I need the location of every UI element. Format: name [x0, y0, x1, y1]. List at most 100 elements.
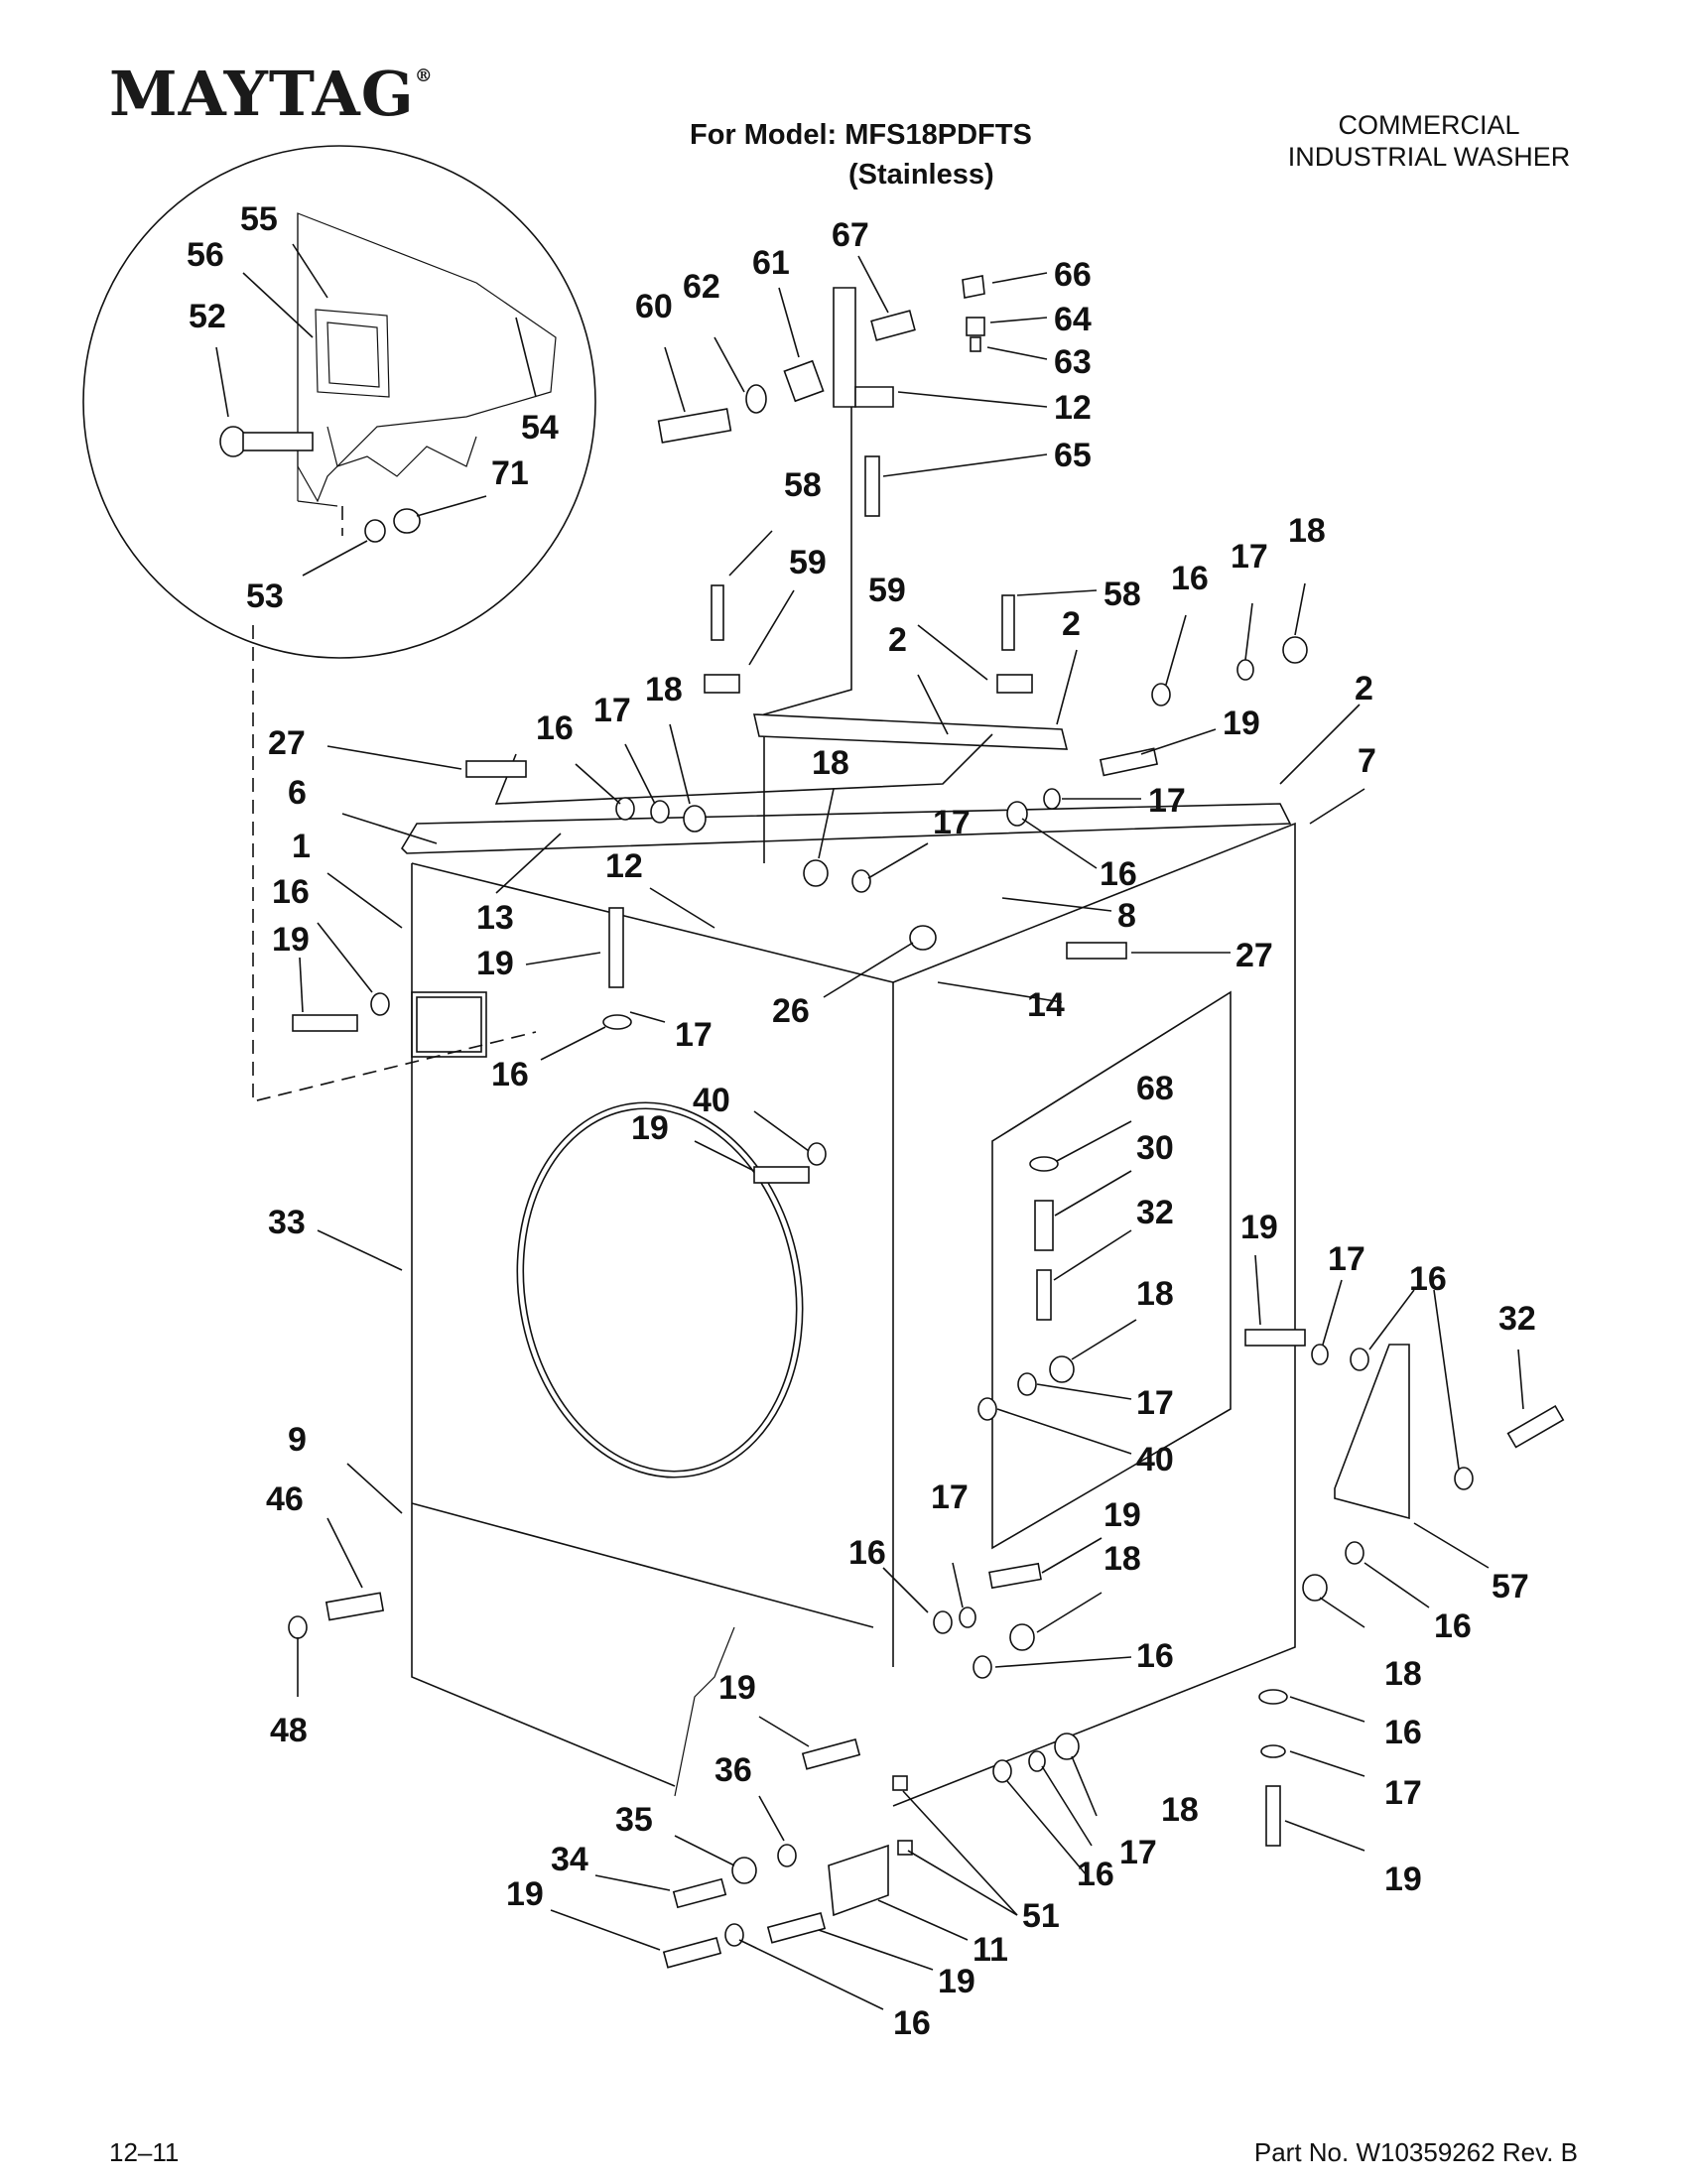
model-number: For Model: MFS18PDFTS: [690, 119, 1032, 151]
lockwasher-17-b: [851, 869, 871, 893]
bolt-19-door: [753, 1166, 810, 1184]
washer-40-b: [977, 1397, 997, 1421]
leader-19-j: [818, 1929, 934, 1971]
callout-19-c: 19: [476, 945, 514, 982]
callout-16-e: 16: [491, 1056, 529, 1093]
leader-61: [778, 287, 800, 358]
leader-17-bottom: [1289, 1750, 1365, 1777]
bolt-32-b: [1506, 1404, 1565, 1449]
inset-switch-box: [315, 309, 390, 398]
callout-35: 35: [615, 1801, 653, 1839]
leader-6: [341, 813, 438, 844]
leader-19-g: [758, 1716, 810, 1747]
hinge-bracket: [833, 287, 856, 408]
nut-18-c: [1282, 636, 1308, 664]
leader-16-f2: [1433, 1289, 1460, 1470]
leader-19-c: [525, 952, 601, 965]
door-opening-inner: [522, 1107, 798, 1473]
washer-40: [807, 1142, 827, 1166]
bolt-19-low: [988, 1562, 1042, 1590]
leader-16-k: [1006, 1780, 1088, 1876]
leader-2-b: [1056, 649, 1078, 725]
leader-18-c: [818, 788, 835, 859]
control-window-inner: [416, 996, 482, 1053]
callout-34: 34: [551, 1841, 588, 1878]
callout-30: 30: [1136, 1129, 1174, 1167]
cabinet-lower-seam: [411, 1502, 874, 1628]
lockwasher-17-g: [1311, 1344, 1329, 1365]
category-line-2: INDUSTRIAL WASHER: [1287, 142, 1571, 172]
callout-11: 11: [973, 1931, 1008, 1969]
nut-18-f: [1302, 1574, 1328, 1602]
callout-16-f: 16: [1409, 1260, 1447, 1298]
callout-16-top: 16: [1171, 560, 1209, 597]
nut-18-b: [803, 859, 829, 887]
washer-16-i: [1258, 1689, 1288, 1705]
callout-40-b: 40: [1136, 1441, 1174, 1478]
callout-63: 63: [1054, 343, 1092, 381]
callout-67: 67: [832, 216, 869, 254]
callout-16-g: 16: [848, 1534, 886, 1572]
callout-16-h: 16: [1136, 1637, 1174, 1675]
top-frame: [400, 584, 1292, 854]
callout-51: 51: [1022, 1897, 1060, 1935]
hinge-clip: [970, 336, 981, 352]
leader-16-g: [882, 1567, 929, 1613]
leader-17-f: [1036, 1383, 1132, 1400]
callout-32-b: 32: [1498, 1300, 1536, 1338]
leader-65: [882, 453, 1048, 477]
callout-55: 55: [240, 200, 278, 238]
lockwasher-17-i: [959, 1606, 976, 1628]
leader-18-d: [1071, 1319, 1137, 1360]
hinge-assembly: [657, 275, 985, 863]
leader-16-e: [540, 1026, 606, 1061]
callout-68: 68: [1136, 1070, 1174, 1107]
callout-65: 65: [1054, 437, 1092, 474]
callout-17-bottom: 17: [1384, 1774, 1422, 1812]
leader-71: [416, 495, 487, 517]
leader-8: [1001, 897, 1112, 912]
lockwasher-17-c: [1043, 788, 1061, 810]
callout-19-e: 19: [1240, 1209, 1278, 1246]
inset-panel-edge: [297, 213, 338, 507]
callout-52: 52: [189, 298, 226, 335]
leader-59-left: [748, 589, 795, 666]
inset-nut: [393, 508, 421, 534]
lockwasher-17-f: [1017, 1372, 1037, 1396]
callout-2-a: 2: [888, 621, 907, 659]
callout-19-bottom: 19: [1384, 1861, 1422, 1898]
washer-16-d: [602, 1014, 632, 1030]
callout-17-f: 17: [1136, 1384, 1174, 1422]
callout-16-bottom: 16: [1384, 1714, 1422, 1751]
callout-18-f: 18: [1384, 1655, 1422, 1693]
washer-16-j: [933, 1610, 953, 1634]
callout-2-c: 2: [1355, 670, 1373, 707]
hinge-washer: [745, 384, 767, 414]
cabinet-front-left-edge: [411, 863, 676, 1787]
leader-17-top: [1244, 602, 1253, 661]
callout-17-h: 17: [931, 1478, 969, 1516]
leader-16-top: [1165, 614, 1187, 686]
screw-34: [672, 1877, 727, 1909]
callout-27-right: 27: [1235, 937, 1273, 974]
callout-12-b: 12: [605, 847, 643, 885]
callout-19-j: 19: [938, 1963, 975, 2000]
callout-17-top: 17: [1231, 538, 1268, 576]
leader-36: [758, 1795, 785, 1842]
bolt-19-left: [292, 1014, 358, 1032]
callout-27-left: 27: [268, 724, 306, 762]
hinge-spring: [783, 359, 825, 403]
leader-54: [515, 317, 537, 398]
inset-to-cabinet-leader: [252, 625, 537, 1103]
leader-32-b: [1517, 1349, 1524, 1410]
clip-51-a: [892, 1775, 908, 1791]
bolt-19-g: [801, 1738, 861, 1770]
leader-7: [1309, 788, 1365, 825]
leader-59-right: [917, 624, 988, 681]
leader-lines: [215, 243, 1524, 2010]
callout-18-d: 18: [1136, 1275, 1174, 1313]
bolt-27-left: [465, 760, 527, 778]
washer-16-b: [1006, 801, 1028, 827]
leader-68: [1056, 1120, 1132, 1162]
